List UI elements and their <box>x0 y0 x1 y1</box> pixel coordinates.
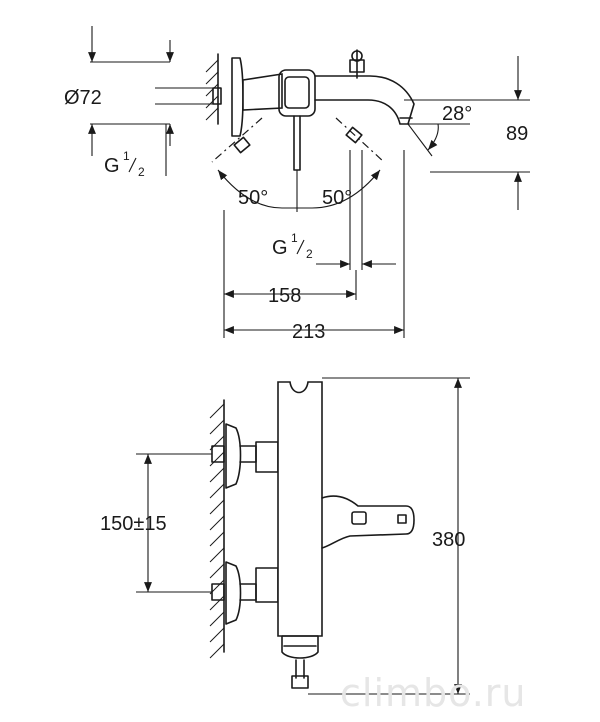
top-handle <box>278 69 316 117</box>
upper-connector <box>211 423 279 489</box>
watermark: climbo.ru <box>340 671 527 715</box>
thread-bottom-num: 1 <box>291 231 298 245</box>
front-wall <box>209 399 225 659</box>
depth-short-label: 158 <box>268 285 301 307</box>
angle-left-label: 50° <box>238 187 268 209</box>
top-spout <box>314 75 415 125</box>
top-body <box>242 73 283 111</box>
thread-left-den: 2 <box>138 165 145 179</box>
spacing-label: 150±15 <box>100 513 167 535</box>
front-lever <box>321 495 415 549</box>
bottom-outlet <box>281 635 319 659</box>
angle-spout-label: 28° <box>442 103 472 125</box>
front-view <box>209 381 415 689</box>
thread-left-main: G <box>104 155 120 177</box>
depth-total-label: 213 <box>292 321 325 343</box>
right-swing-line <box>335 117 385 163</box>
height-label: 89 <box>506 123 528 145</box>
thread-bottom-den: 2 <box>306 247 313 261</box>
angle-right-label: 50° <box>322 187 352 209</box>
top-diverter <box>349 49 365 79</box>
thread-left-num: 1 <box>123 149 130 163</box>
top-lever <box>293 115 301 171</box>
diameter-label: Ø72 <box>64 87 102 109</box>
top-view <box>205 49 415 171</box>
top-wall <box>205 53 219 125</box>
front-body <box>277 381 323 637</box>
left-swing-line <box>211 117 263 163</box>
top-dimensions: Ø72 G 1 2 50° 50° 28° 89 G 1 <box>64 26 530 343</box>
length-label: 380 <box>432 529 465 551</box>
thread-bottom-main: G <box>272 237 288 259</box>
top-escutcheon <box>231 57 244 137</box>
top-connector <box>212 87 222 105</box>
front-dimensions: 150±15 380 <box>100 377 470 695</box>
